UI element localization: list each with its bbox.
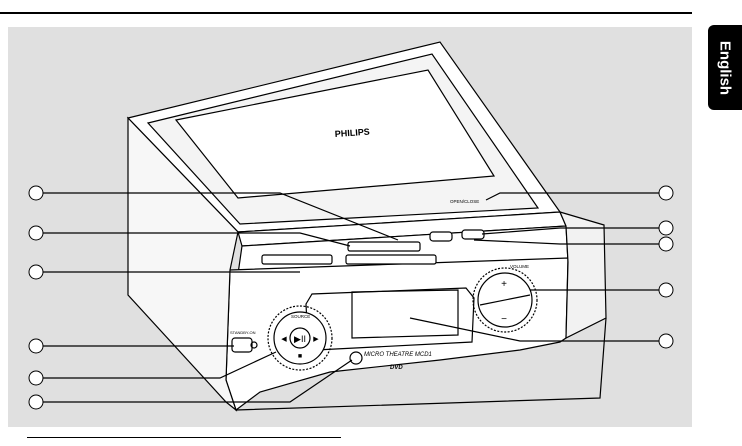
volume-plus-icon: + bbox=[501, 279, 507, 290]
display-window bbox=[352, 290, 458, 338]
previous-icon: ◀ bbox=[281, 336, 287, 343]
connector-panel bbox=[262, 255, 332, 264]
stop-icon: ■ bbox=[298, 353, 302, 360]
callout-marker-1 bbox=[29, 186, 43, 200]
volume-minus-icon: − bbox=[501, 314, 507, 325]
tray-button[interactable] bbox=[462, 230, 484, 239]
callout-marker-7 bbox=[659, 186, 673, 200]
callout-marker-5 bbox=[29, 371, 43, 385]
open-close-button[interactable] bbox=[430, 232, 452, 241]
callout-marker-10 bbox=[659, 283, 673, 297]
callout-marker-9 bbox=[659, 237, 673, 251]
callout-marker-11 bbox=[659, 334, 673, 348]
model-label: MICRO THEATRE MCD1 bbox=[364, 352, 432, 358]
source-label: SOURCE bbox=[291, 314, 310, 319]
play-pause-icon: ▶II bbox=[294, 334, 306, 344]
dvd-logo: DVD bbox=[390, 365, 403, 371]
callout-marker-4 bbox=[29, 339, 43, 353]
open-close-label: OPEN/CLOSE bbox=[450, 199, 479, 204]
callout-marker-6 bbox=[29, 395, 43, 409]
control-bar[interactable] bbox=[346, 255, 436, 264]
callout-marker-2 bbox=[29, 226, 43, 240]
preset-buttons[interactable] bbox=[348, 242, 420, 251]
next-icon: ▶ bbox=[313, 336, 319, 343]
standby-label: STANDBY-ON bbox=[230, 330, 256, 335]
callout-marker-3 bbox=[29, 265, 43, 279]
callout-marker-8 bbox=[659, 221, 673, 235]
standby-button[interactable] bbox=[232, 338, 252, 352]
volume-label: VOLUME bbox=[510, 264, 529, 269]
ir-sensor bbox=[350, 352, 362, 364]
